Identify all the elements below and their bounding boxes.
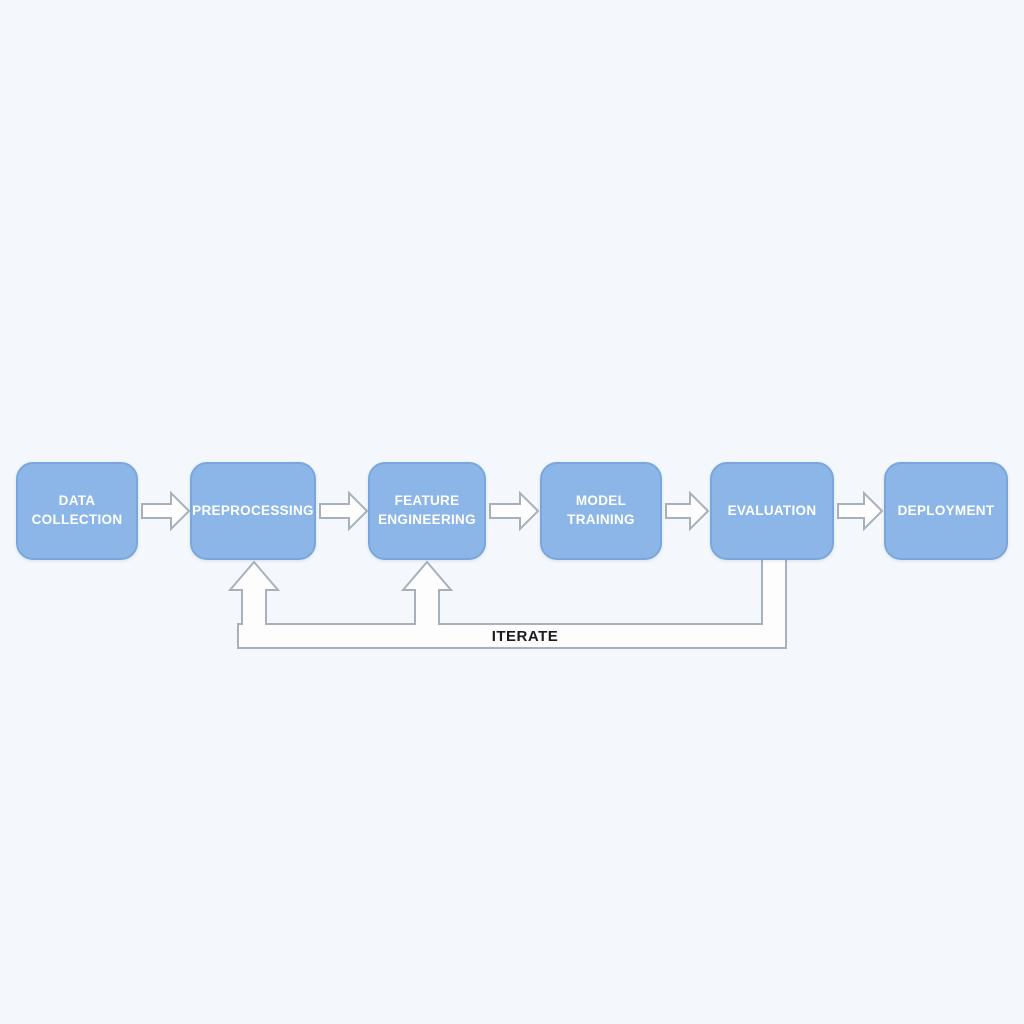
flow-arrow-5 (837, 490, 884, 532)
flow-arrow-2 (319, 490, 369, 532)
stage-box-feature-engineering: FEATURE ENGINEERING (368, 462, 486, 560)
stage-label-preprocessing: PREPROCESSING (192, 502, 314, 518)
iterate-label: ITERATE (491, 628, 559, 645)
flow-arrow-3 (489, 490, 540, 532)
stage-box-model-training: MODEL TRAINING (540, 462, 662, 560)
stage-label-evaluation: EVALUATION (727, 502, 817, 518)
stage-label-feature-engineering: FEATURE ENGINEERING (378, 493, 476, 527)
stage-label-model-training: MODEL TRAINING (567, 493, 635, 527)
flow-arrow-4 (665, 490, 710, 532)
stage-box-deployment: DEPLOYMENT (884, 462, 1008, 560)
stage-box-preprocessing: PREPROCESSING (190, 462, 316, 560)
stage-label-data-collection: DATA COLLECTION (31, 493, 123, 527)
stage-box-data-collection: DATA COLLECTION (16, 462, 138, 560)
stage-box-evaluation: EVALUATION (710, 462, 834, 560)
flow-arrow-1 (141, 490, 191, 532)
stage-label-deployment: DEPLOYMENT (897, 502, 995, 518)
feedback-loop-arrow (227, 555, 787, 649)
